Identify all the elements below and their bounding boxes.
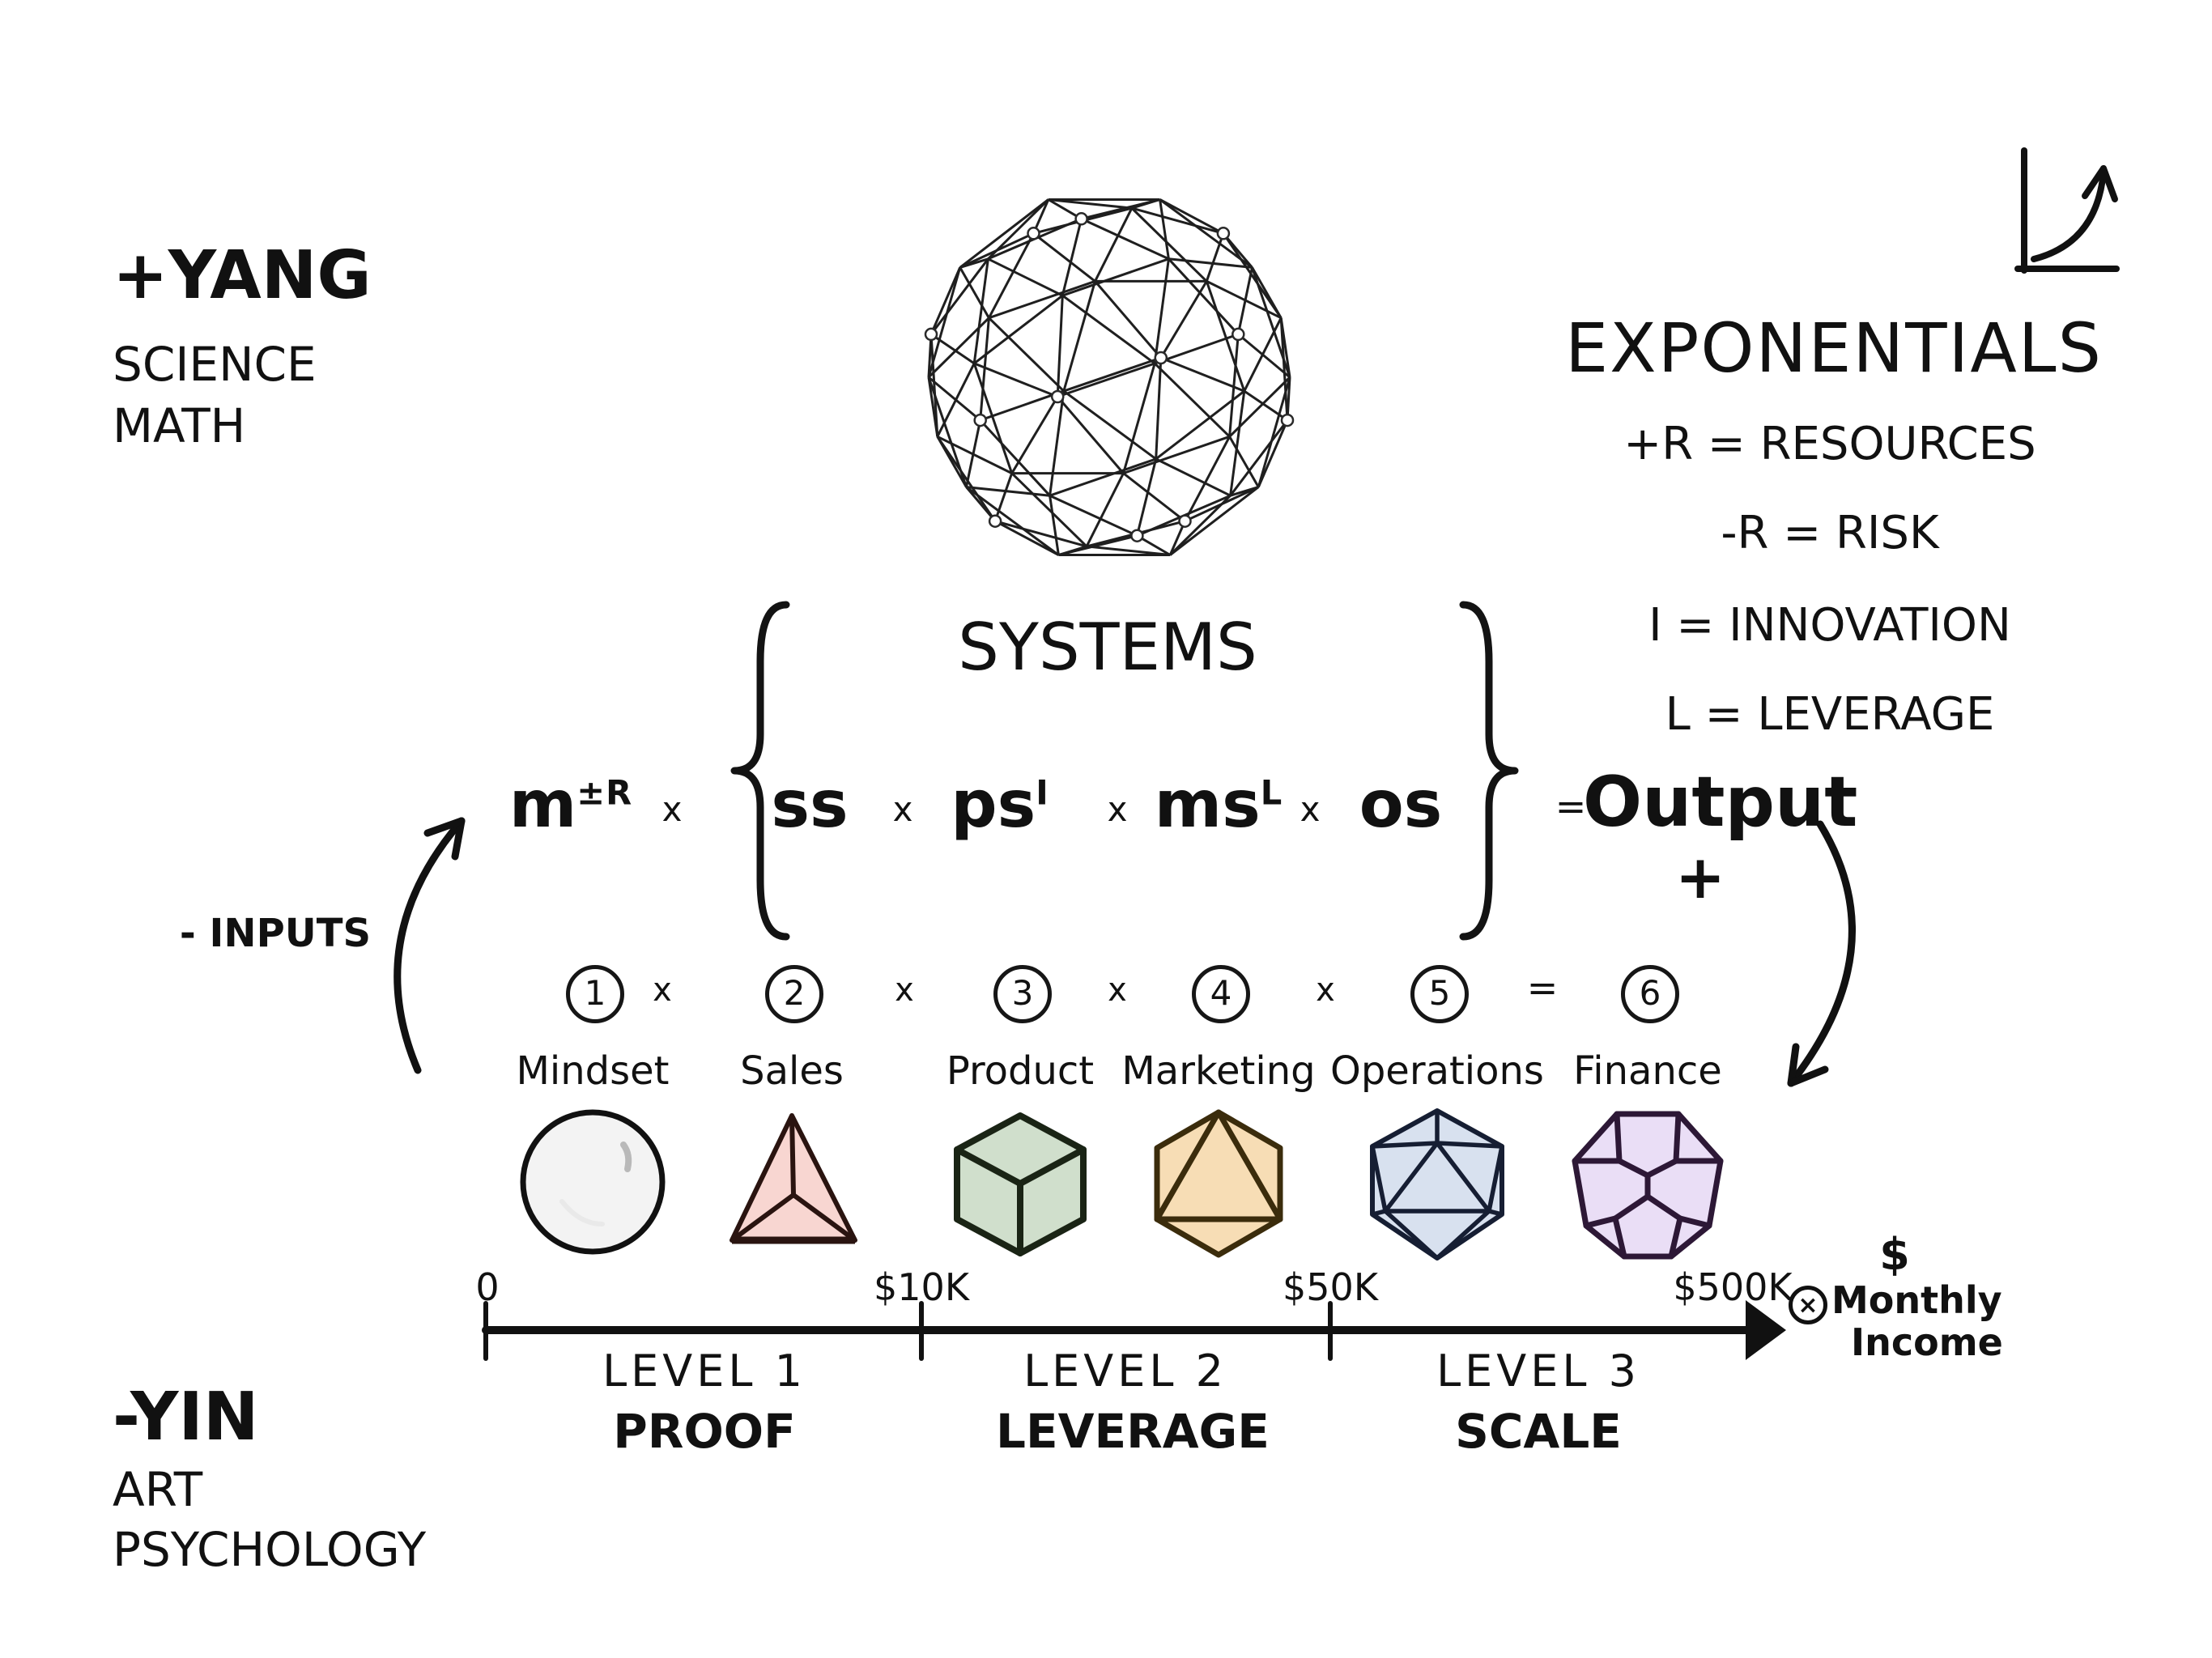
step-circle-5: 5 [1410,965,1469,1023]
step-label-operations: Operations [1330,1048,1544,1094]
level-1-name: PROOF [613,1404,796,1459]
step-circle-6: 6 [1621,965,1679,1023]
yang-math-label: MATH [113,398,246,453]
exponentials-item-resources: +R = RESOURCES [1623,418,2036,470]
formula-term-os: os [1359,767,1443,842]
formula-times-4: x [1300,789,1321,829]
cube-shape [954,1112,1087,1256]
formula-term-ss: ss [771,767,849,842]
yang-title: +YANG [113,237,372,314]
axis-arrowhead [1746,1300,1786,1360]
multiply-circle-icon: × [1789,1286,1827,1324]
step-label-finance: Finance [1573,1048,1722,1094]
output-arrow [1787,820,1856,1087]
income-currency-symbol: $ [1879,1229,1910,1280]
formula-ps-base: ps [951,767,1036,842]
level-2-label: LEVEL 2 [1023,1346,1227,1397]
exponential-growth-icon [2014,147,2120,274]
yin-psychology-label: PSYCHOLOGY [113,1522,427,1577]
yin-art-label: ART [113,1462,203,1517]
formula-m-exponent: ±R [576,772,633,813]
step-circle-4: 4 [1192,965,1250,1023]
income-axis [482,1300,1786,1361]
formula-term-ps: psI [923,771,1077,839]
step-label-product: Product [946,1048,1095,1094]
formula-output-plus: + [1674,843,1725,912]
yang-science-label: SCIENCE [113,337,317,392]
step-operator-1: x [653,971,672,1009]
axis-tick-label-10k: $10K [874,1265,969,1309]
step-circle-1: 1 [566,965,624,1023]
axis-tick-label-50k: $50K [1283,1265,1378,1309]
exponentials-item-risk: -R = RISK [1721,507,1939,559]
formula-ms-exponent: L [1260,772,1283,813]
step-operator-3: x [1108,971,1127,1009]
step-circle-3: 3 [993,965,1052,1023]
level-2-name: LEVERAGE [996,1404,1270,1459]
step-operator-2: x [895,971,914,1009]
formula-m-base: m [508,767,577,842]
step-operator-4: x [1316,971,1335,1009]
step-circle-2: 2 [765,965,823,1023]
tetrahedron-shape [730,1113,857,1244]
level-3-name: SCALE [1455,1404,1622,1459]
step-label-mindset: Mindset [516,1048,670,1094]
systems-title: SYSTEMS [958,610,1257,685]
left-curly-brace [730,601,790,941]
inputs-arrow [393,817,466,1074]
exponentials-item-innovation: I = INNOVATION [1648,599,2011,652]
formula-times-3: x [1107,789,1128,829]
right-curly-brace [1459,601,1519,941]
formula-term-ms: msL [1138,771,1300,839]
formula-times-2: x [892,789,913,829]
axis-tick-label-0: 0 [475,1265,500,1309]
formula-equals: = [1555,784,1587,828]
exponentials-title: EXPONENTIALS [1565,308,2103,388]
formula-output: Output [1583,762,1858,843]
formula-term-m: m±R [486,771,656,839]
icosahedron-shape [1370,1108,1504,1261]
level-3-label: LEVEL 3 [1436,1346,1640,1397]
level-1-label: LEVEL 1 [602,1346,806,1397]
step-label-marketing: Marketing [1121,1048,1316,1094]
axis-tick-label-500k: $500K [1673,1265,1793,1309]
step-label-sales: Sales [740,1048,844,1094]
inputs-label: - INPUTS [179,911,372,956]
formula-times-1: x [661,789,683,829]
yin-title: -YIN [113,1379,259,1456]
formula-ps-exponent: I [1036,772,1049,813]
income-label-line1: Monthly [1831,1278,2002,1322]
formula-ms-base: ms [1154,767,1261,842]
step-operator-equals: = [1526,966,1559,1010]
octahedron-shape [1154,1109,1283,1258]
exponentials-item-leverage: L = LEVERAGE [1665,688,1995,741]
sphere-shape [520,1109,666,1255]
geodesic-sphere-illustration [924,198,1295,556]
income-label-line2: Income [1851,1320,2003,1364]
dodecahedron-shape [1572,1111,1724,1260]
